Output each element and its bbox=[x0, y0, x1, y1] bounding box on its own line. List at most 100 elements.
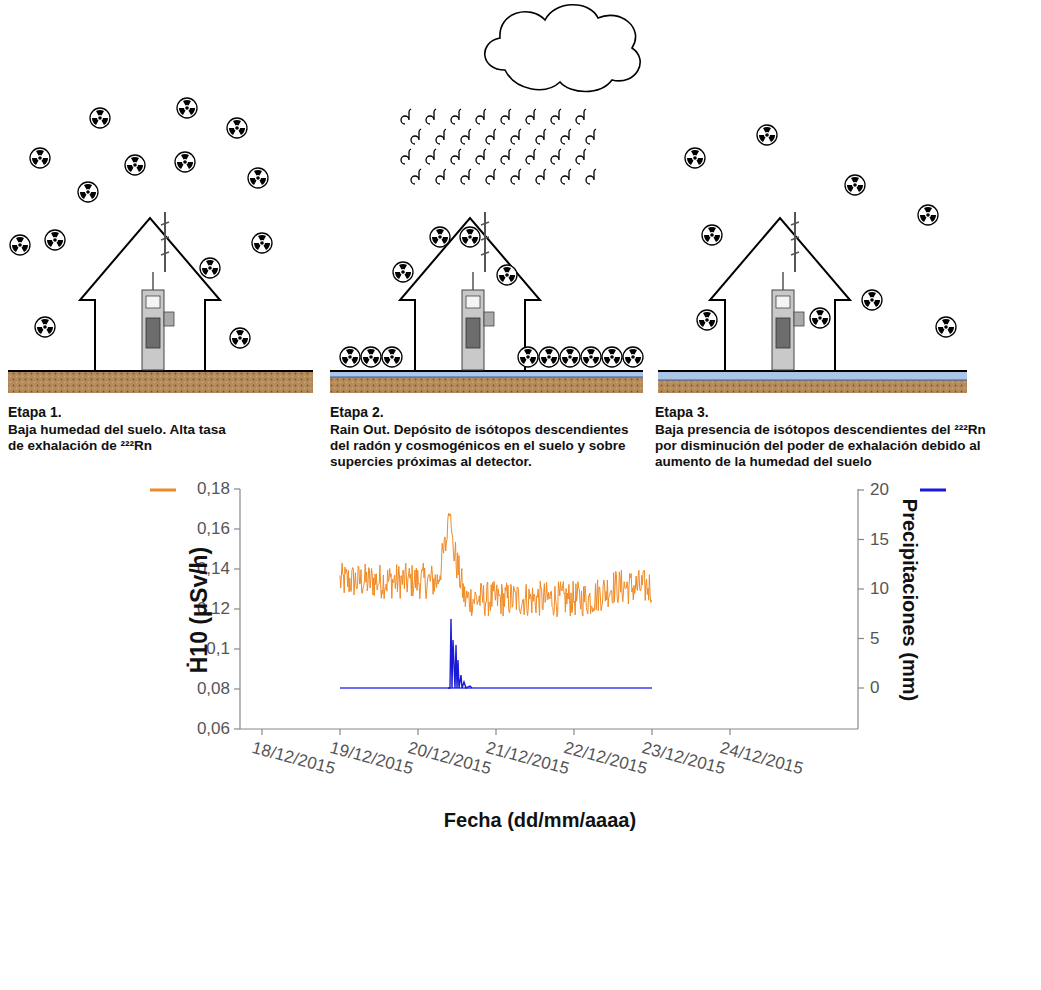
axis-label: 0,16 bbox=[170, 519, 230, 539]
radon-symbol bbox=[175, 152, 195, 172]
rain-drop bbox=[501, 109, 511, 124]
radon-symbol bbox=[45, 230, 65, 250]
radon-symbol bbox=[497, 265, 517, 285]
rain-drop bbox=[551, 149, 561, 164]
axis-tick bbox=[495, 729, 496, 735]
radon-symbol bbox=[602, 347, 622, 367]
axis-tick bbox=[858, 687, 864, 688]
radon-symbol bbox=[560, 347, 580, 367]
stage-caption: Baja humedad del suelo. Alta tasa de exh… bbox=[8, 422, 243, 454]
radon-symbol bbox=[200, 258, 220, 278]
axis-tick bbox=[573, 729, 574, 735]
axis-label: 20/12/2015 bbox=[406, 738, 493, 780]
radon-symbol bbox=[340, 347, 360, 367]
rain-drop bbox=[476, 109, 486, 124]
axis-tick bbox=[858, 489, 864, 490]
radon-symbol bbox=[697, 310, 717, 330]
rain-drop bbox=[536, 169, 546, 184]
rain-drop bbox=[561, 129, 571, 144]
rain-drop bbox=[561, 169, 571, 184]
rain-drop bbox=[486, 129, 496, 144]
radon-symbol bbox=[430, 227, 450, 247]
radon-symbol bbox=[30, 148, 50, 168]
rain-drop bbox=[461, 129, 471, 144]
rain-drop bbox=[511, 129, 521, 144]
rain-drop bbox=[461, 169, 471, 184]
rain-drop bbox=[486, 169, 496, 184]
rain-drop bbox=[576, 109, 586, 124]
radon-symbol bbox=[623, 347, 643, 367]
axis-label: 23/12/2015 bbox=[640, 738, 727, 780]
rain-drop bbox=[426, 149, 436, 164]
rain-drop bbox=[511, 169, 521, 184]
stage-caption: Rain Out. Depósito de isótopos descendie… bbox=[330, 422, 630, 471]
rain-drop bbox=[411, 169, 421, 184]
rain-drop bbox=[476, 149, 486, 164]
radon-symbol bbox=[227, 118, 247, 138]
radon-symbol bbox=[685, 148, 705, 168]
radon-symbol bbox=[702, 225, 722, 245]
axis-label: 0,08 bbox=[170, 679, 230, 699]
axis-tick bbox=[651, 729, 652, 735]
radon-symbol bbox=[862, 290, 882, 310]
radon-symbol bbox=[936, 317, 956, 337]
radon-symbol bbox=[845, 175, 865, 195]
radon-symbol bbox=[248, 168, 268, 188]
axis-tick bbox=[261, 729, 262, 735]
rain-drop bbox=[536, 129, 546, 144]
axis-label: Ḣ10 (μSv/h) bbox=[186, 547, 214, 674]
rain-drop bbox=[526, 149, 536, 164]
axis-tick bbox=[339, 729, 340, 735]
axis-label: 0,06 bbox=[170, 719, 230, 739]
stage-caption: Baja presencia de isótopos descendientes… bbox=[655, 422, 1000, 471]
rain-drop bbox=[586, 169, 596, 184]
radon-symbol bbox=[35, 317, 55, 337]
radon-symbol bbox=[252, 233, 272, 253]
axis-label: 20 bbox=[870, 480, 910, 500]
radon-symbol bbox=[177, 98, 197, 118]
axis-tick bbox=[234, 608, 240, 609]
axis-tick bbox=[234, 688, 240, 689]
rain-drop bbox=[401, 109, 411, 124]
axis-label: 0,18 bbox=[170, 479, 230, 499]
radon-symbol bbox=[10, 235, 30, 255]
axis-tick bbox=[417, 729, 418, 735]
axis-tick bbox=[234, 648, 240, 649]
axis-label: Fecha (dd/mm/aaaa) bbox=[444, 808, 636, 832]
radon-symbol bbox=[539, 347, 559, 367]
radon-symbol bbox=[382, 347, 402, 367]
radon-symbol bbox=[518, 347, 538, 367]
axis-label: 19/12/2015 bbox=[328, 738, 415, 780]
axis-tick bbox=[858, 588, 864, 589]
radon-symbol bbox=[125, 155, 145, 175]
rain-drop bbox=[401, 149, 411, 164]
axis-tick bbox=[234, 528, 240, 529]
radon-symbol bbox=[78, 182, 98, 202]
dose-rate-series bbox=[340, 513, 652, 617]
stage-caption: Etapa 1. bbox=[8, 404, 128, 421]
rain-drop bbox=[551, 109, 561, 124]
rain-drop bbox=[526, 109, 536, 124]
rain-drop bbox=[501, 149, 511, 164]
radon-symbol bbox=[757, 125, 777, 145]
rain-drop bbox=[411, 129, 421, 144]
rain-drop bbox=[426, 109, 436, 124]
radon-symbol bbox=[810, 308, 830, 328]
rain-drop bbox=[576, 149, 586, 164]
axis-tick bbox=[858, 539, 864, 540]
radon-symbol bbox=[581, 347, 601, 367]
radon-symbol bbox=[90, 108, 110, 128]
radon-symbol bbox=[361, 347, 381, 367]
rain-drop bbox=[436, 169, 446, 184]
axis-label: 21/12/2015 bbox=[484, 738, 571, 780]
axis-label: 18/12/2015 bbox=[250, 738, 337, 780]
axis-tick bbox=[858, 638, 864, 639]
rain-drop bbox=[436, 129, 446, 144]
radon-symbol bbox=[393, 262, 413, 282]
axis-label: 22/12/2015 bbox=[562, 738, 649, 780]
precipitation-series bbox=[448, 619, 472, 688]
radon-symbol bbox=[230, 328, 250, 348]
axis-tick bbox=[234, 728, 240, 729]
axis-tick bbox=[729, 729, 730, 735]
axis-label: 24/12/2015 bbox=[718, 738, 805, 780]
